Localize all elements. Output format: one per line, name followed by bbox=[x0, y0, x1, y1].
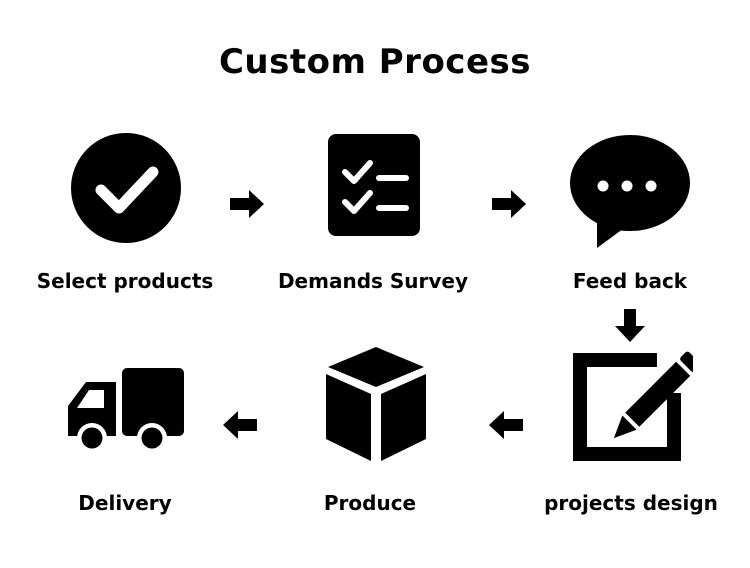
arrow-down-icon bbox=[610, 306, 650, 346]
page-title: Custom Process bbox=[218, 42, 531, 82]
check-circle-icon bbox=[61, 128, 191, 248]
step-label-delivery: Delivery bbox=[78, 491, 172, 515]
step-label-select-products: Select products bbox=[36, 269, 214, 293]
step-label-projects-design: projects design bbox=[544, 491, 718, 515]
checklist-icon bbox=[308, 128, 438, 248]
step-label-feed-back: Feed back bbox=[572, 269, 688, 293]
step-label-produce: Produce bbox=[323, 491, 417, 515]
arrow-right-icon bbox=[227, 184, 267, 224]
speech-bubble-icon bbox=[565, 128, 695, 248]
box-cube-icon bbox=[311, 344, 441, 464]
arrow-left-icon bbox=[220, 405, 260, 445]
arrow-right-icon bbox=[489, 184, 529, 224]
arrow-left-icon bbox=[486, 405, 526, 445]
pencil-edit-icon bbox=[563, 347, 693, 467]
step-label-demands-survey: Demands Survey bbox=[277, 269, 469, 293]
delivery-truck-icon bbox=[60, 350, 190, 470]
